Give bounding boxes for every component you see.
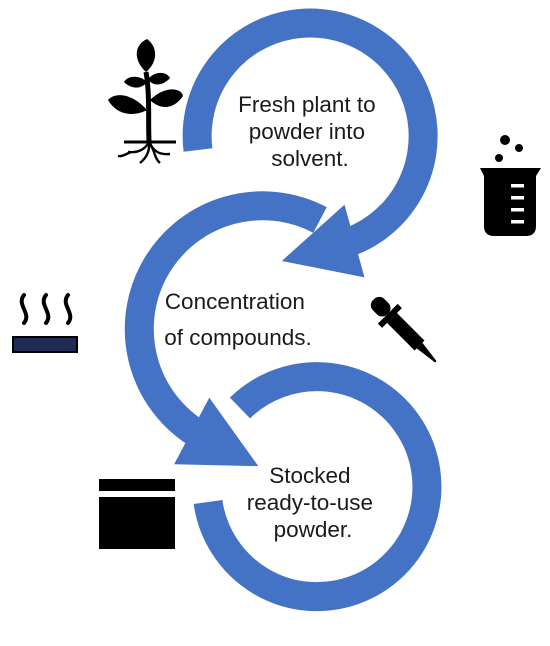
step-1-text: Fresh plant to powder into solvent. <box>238 92 382 171</box>
beaker-icon <box>480 135 541 236</box>
step-1-line-1: Fresh plant to <box>238 92 376 117</box>
heat-plate-icon <box>12 293 78 353</box>
step-1-line-3: solvent. <box>271 146 349 171</box>
storage-box-icon <box>99 479 175 549</box>
step-2-line-1: Concentration <box>165 289 305 314</box>
step-1-line-2: powder into <box>249 119 365 144</box>
cycle-arrow-bottom <box>193 362 442 612</box>
step-3-text: Stocked ready-to-use powder. <box>247 463 380 542</box>
plant-icon <box>108 39 183 164</box>
cycle-arrow-middle <box>124 191 327 467</box>
step-3-line-2: ready-to-use <box>247 490 373 515</box>
dropper-icon <box>370 296 437 363</box>
step-3-line-3: powder. <box>274 517 353 542</box>
step-2-text: Concentration of compounds. <box>164 289 312 350</box>
step-2-line-2: of compounds. <box>164 325 312 350</box>
cycle-arrow-top <box>182 8 438 278</box>
step-3-line-1: Stocked <box>269 463 350 488</box>
